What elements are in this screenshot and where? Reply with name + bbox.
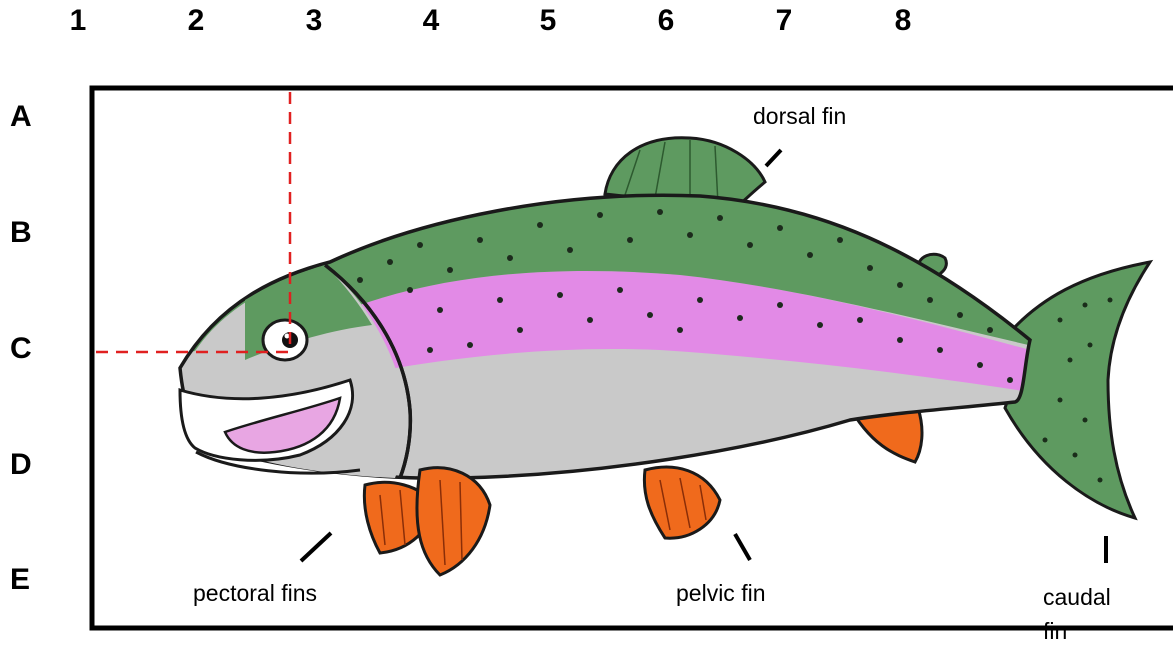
caudal-fin-shape (1005, 262, 1150, 518)
pelvic-fin-label: pelvic fin (676, 580, 765, 607)
caudal-fin-label: caudal fin (1043, 580, 1138, 648)
pectoral-fins-label: pectoral fins (193, 580, 317, 607)
pectoral-fin-right (417, 468, 490, 575)
dorsal-fin-pointer (766, 150, 781, 166)
pelvic-fin-shape (644, 467, 720, 538)
pelvic-fin-pointer (735, 534, 750, 560)
pectoral-fins-pointer (301, 533, 331, 561)
dorsal-fin-label: dorsal fin (753, 103, 846, 130)
